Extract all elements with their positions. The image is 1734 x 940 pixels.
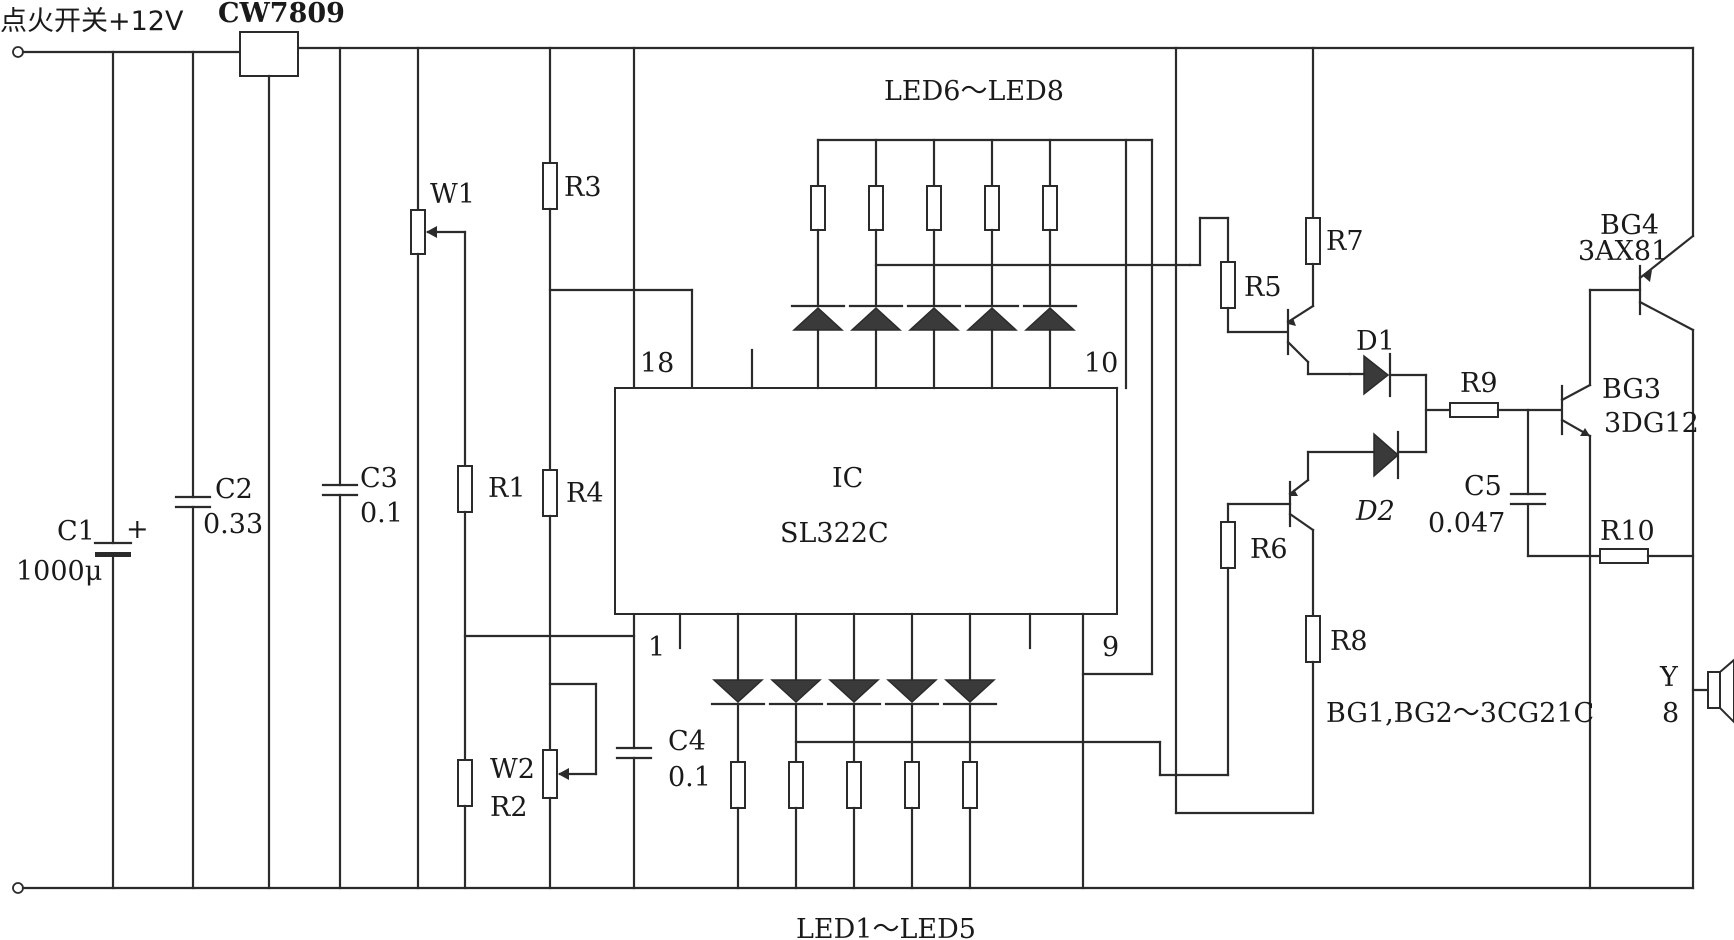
bg4-type: 3AX81 (1578, 236, 1668, 267)
led-column-top (790, 138, 846, 390)
resistor-r3-r4 (542, 46, 694, 752)
d2-label: D2 (1355, 496, 1395, 527)
regulator-label: CW7809 (218, 0, 345, 29)
potentiometer-w2 (542, 682, 598, 890)
c1-plus: + (126, 514, 149, 545)
speaker-ohm: 8 (1662, 698, 1679, 729)
ic-sl322c (614, 138, 1154, 890)
ic-pin18: 18 (640, 348, 674, 379)
bg4-label: BG4 (1600, 210, 1659, 241)
r1-label: R1 (488, 473, 526, 504)
input-terminal-top (12, 46, 24, 58)
led-column-bottom (768, 612, 824, 890)
led-group-bottom (710, 612, 1162, 890)
labels: 点火开关+12V CW7809 LED6～LED8 LED1～LED5 18 1… (0, 0, 1699, 940)
transistor-network (1158, 46, 1695, 890)
r10-label: R10 (1600, 516, 1655, 547)
r3-label: R3 (564, 172, 602, 203)
r7-label: R7 (1326, 226, 1364, 257)
c2-value: 0.33 (203, 509, 263, 540)
ic-pin9: 9 (1102, 632, 1119, 663)
r8-label: R8 (1330, 626, 1368, 657)
c1-value: 1000μ (16, 556, 102, 587)
ic-part: SL322C (780, 518, 889, 549)
led-column-bottom (710, 612, 766, 890)
led-column-top (906, 138, 962, 390)
r5-label: R5 (1244, 272, 1282, 303)
c2-label: C2 (215, 474, 253, 505)
input-terminal-bottom (12, 882, 24, 894)
c5-label: C5 (1464, 471, 1502, 502)
led-column-bottom (942, 612, 998, 890)
w2-label: W2 (490, 754, 535, 785)
bg12-note: BG1,BG2～3CG21C (1326, 698, 1594, 729)
bg3-type: 3DG12 (1604, 408, 1699, 439)
ic-name: IC (832, 463, 863, 494)
r9-label: R9 (1460, 368, 1498, 399)
c4-label: C4 (668, 726, 706, 757)
r6-label: R6 (1250, 534, 1288, 565)
d1-label: D1 (1356, 326, 1395, 357)
led-group-top (790, 138, 1192, 390)
r4-label: R4 (566, 478, 604, 509)
c1-label: C1 (57, 516, 95, 547)
resistor-r1-r2 (457, 465, 636, 890)
c3-value: 0.1 (360, 498, 403, 529)
capacitor-c3 (321, 46, 359, 890)
led-top-group-label: LED6～LED8 (884, 76, 1064, 107)
rails (12, 46, 1695, 894)
led-column-top (1022, 138, 1078, 390)
speaker-y (1691, 658, 1734, 724)
c4-value: 0.1 (668, 762, 711, 793)
led-column-bottom (884, 612, 940, 890)
potentiometer-w1 (410, 46, 467, 890)
ic-pin1: 1 (648, 632, 665, 663)
speaker-label: Y (1659, 662, 1679, 693)
c3-label: C3 (360, 463, 398, 494)
bg3-label: BG3 (1602, 374, 1661, 405)
power-label: 点火开关+12V (0, 6, 184, 37)
ic-pin10: 10 (1084, 348, 1118, 379)
r2-label: R2 (490, 792, 528, 823)
c5-value: 0.047 (1428, 508, 1505, 539)
regulator-cw7809 (239, 31, 299, 890)
led-bottom-group-label: LED1～LED5 (796, 914, 976, 940)
led-column-bottom (826, 612, 882, 890)
w1-label: W1 (430, 179, 475, 210)
led-column-top (848, 138, 904, 390)
capacitor-c2 (174, 50, 212, 890)
capacitor-c1 (93, 50, 133, 890)
led-column-top (964, 138, 1020, 390)
